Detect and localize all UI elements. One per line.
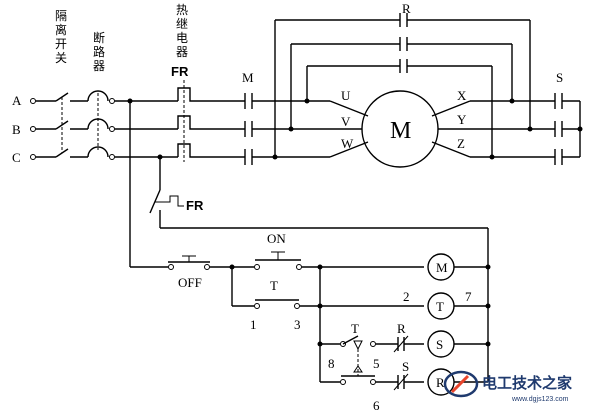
off-label: OFF xyxy=(178,275,202,290)
on-button-contact: ON xyxy=(232,231,424,270)
contactor-s-label: S xyxy=(556,70,563,85)
terminal-a xyxy=(30,98,36,104)
isolator-char-4: 关 xyxy=(55,51,67,65)
coil-r-label: R xyxy=(436,375,445,390)
isolator-char-2: 离 xyxy=(55,22,67,37)
terminal-b xyxy=(30,126,36,132)
main-contactor-m: M xyxy=(242,70,254,165)
contact-t-label: T xyxy=(270,278,278,293)
terminal-y-label: Y xyxy=(457,112,467,127)
thermal-char-4: 器 xyxy=(176,45,188,59)
phase-a-label: A xyxy=(12,93,22,108)
phase-b-label: B xyxy=(12,122,21,137)
node-7-label: 7 xyxy=(465,289,472,304)
interlock-r-label: R xyxy=(397,321,406,336)
node-5-label: 5 xyxy=(373,356,380,371)
fr-aux-contact: FR xyxy=(149,189,489,382)
off-button-contact: OFF xyxy=(130,255,232,290)
isolator-char-1: 隔 xyxy=(55,9,67,23)
motor-output-wiring xyxy=(431,20,555,160)
s-branch: T 8 5 R S xyxy=(317,321,491,371)
thermal-char-3: 电 xyxy=(176,31,188,45)
contactor-r-label: R xyxy=(402,1,411,16)
terminal-x-label: X xyxy=(457,88,467,103)
motor: M xyxy=(361,90,439,168)
motor-input-wiring xyxy=(252,20,369,160)
delta-contactor-r: R xyxy=(275,1,530,73)
power-lines xyxy=(36,80,245,162)
interlock-s-label: S xyxy=(402,359,409,374)
watermark-logo-icon xyxy=(443,370,479,398)
control-supply xyxy=(127,98,163,267)
terminal-c xyxy=(30,154,36,160)
node-3-label: 3 xyxy=(294,317,301,332)
thermal-relay-heading: 热 继 电 器 FR xyxy=(171,3,189,79)
node-2-label: 2 xyxy=(403,289,410,304)
site-watermark: 电工技术之家 www.dgjs123.com xyxy=(443,370,572,403)
node-1-label: 1 xyxy=(250,317,257,332)
node-6-label: 6 xyxy=(373,398,380,413)
coil-m: M xyxy=(427,253,491,281)
on-label: ON xyxy=(267,231,286,246)
terminal-u-label: U xyxy=(341,88,351,103)
timer-contact-t-label: T xyxy=(351,321,359,336)
coil-m-label: M xyxy=(436,260,448,275)
watermark-url: www.dgjs123.com xyxy=(511,396,569,403)
fr-label-top: FR xyxy=(171,64,189,79)
breaker-char-2: 路 xyxy=(93,44,105,59)
coil-t: 2 T 7 xyxy=(403,289,491,320)
terminal-v-label: V xyxy=(341,114,351,129)
r-branch: 6 S R xyxy=(319,344,488,413)
breaker-char-1: 断 xyxy=(93,30,105,45)
motor-label: M xyxy=(390,118,411,144)
star-contactor-s: S xyxy=(554,70,583,165)
watermark-title: 电工技术之家 xyxy=(482,374,572,392)
node-8-label: 8 xyxy=(328,356,335,371)
breaker-heading: 断 路 器 xyxy=(93,30,105,73)
isolator-char-3: 开 xyxy=(55,37,67,51)
breaker-char-3: 器 xyxy=(93,59,105,73)
terminal-w-label: W xyxy=(341,136,354,151)
terminal-z-label: Z xyxy=(457,136,465,151)
contactor-m-label: M xyxy=(242,70,254,85)
t-contact: T 1 3 xyxy=(229,264,424,344)
phase-c-label: C xyxy=(12,150,21,165)
coil-t-label: T xyxy=(436,299,444,314)
thermal-char-2: 继 xyxy=(176,17,188,31)
thermal-char-1: 热 xyxy=(176,3,188,17)
fr-aux-label: FR xyxy=(186,198,204,213)
isolator-heading: 隔 离 开 关 xyxy=(55,9,67,65)
coil-s-label: S xyxy=(436,337,443,352)
